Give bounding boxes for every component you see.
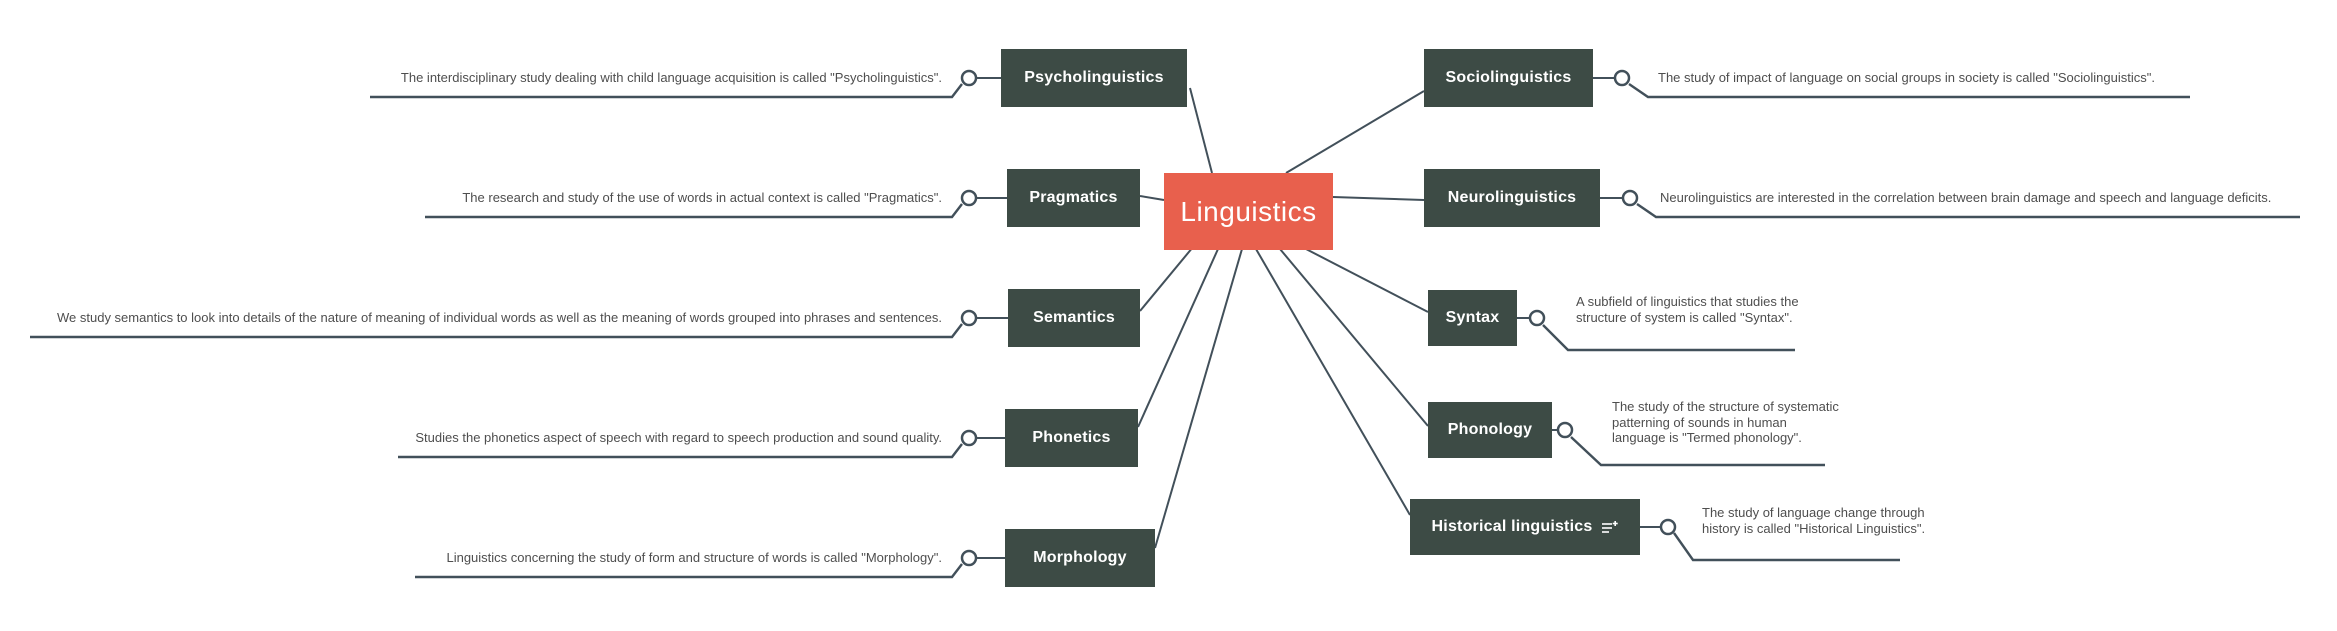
note-morphology[interactable]: Linguistics concerning the study of form… [446, 550, 942, 565]
note-historical-linguistics[interactable]: The study of language change through his… [1702, 505, 1926, 536]
node-label: Psycholinguistics [1024, 69, 1164, 86]
note-underlines-right [1517, 77, 2300, 562]
node-label: Historical linguistics [1431, 518, 1593, 535]
node-label: Pragmatics [1029, 189, 1118, 206]
branch-lines [1137, 87, 1429, 549]
node-morphology[interactable]: Morphology [1005, 529, 1155, 587]
note-semantics[interactable]: We study semantics to look into details … [57, 310, 942, 325]
note-phonology[interactable]: The study of the structure of systematic… [1612, 399, 1839, 445]
node-phonology[interactable]: Phonology [1428, 402, 1552, 458]
note-phonetics[interactable]: Studies the phonetics aspect of speech w… [415, 430, 942, 445]
node-label: Phonetics [1032, 429, 1111, 446]
node-label: Neurolinguistics [1447, 189, 1577, 206]
node-linguistics-root[interactable]: Linguistics [1164, 173, 1333, 250]
note-add-icon[interactable] [1602, 520, 1619, 534]
node-syntax[interactable]: Syntax [1428, 290, 1517, 346]
note-underlines-left [30, 77, 1008, 579]
root-label: Linguistics [1180, 195, 1317, 227]
node-sociolinguistics[interactable]: Sociolinguistics [1424, 49, 1593, 107]
node-label: Morphology [1033, 549, 1127, 566]
note-sociolinguistics[interactable]: The study of impact of language on socia… [1658, 70, 2155, 85]
note-psycholinguistics[interactable]: The interdisciplinary study dealing with… [400, 70, 942, 85]
note-syntax[interactable]: A subfield of linguistics that studies t… [1576, 294, 1799, 325]
node-label: Sociolinguistics [1445, 69, 1572, 86]
node-historical-linguistics[interactable]: Historical linguistics [1410, 499, 1640, 555]
note-pragmatics[interactable]: The research and study of the use of wor… [462, 190, 942, 205]
node-phonetics[interactable]: Phonetics [1005, 409, 1138, 467]
node-psycholinguistics[interactable]: Psycholinguistics [1001, 49, 1187, 107]
node-neurolinguistics[interactable]: Neurolinguistics [1424, 169, 1600, 227]
node-label: Semantics [1033, 309, 1115, 326]
node-semantics[interactable]: Semantics [1008, 289, 1140, 347]
node-label: Syntax [1445, 309, 1500, 326]
node-label: Phonology [1447, 421, 1533, 438]
node-pragmatics[interactable]: Pragmatics [1007, 169, 1140, 227]
connector-sockets [960, 69, 1677, 567]
note-neurolinguistics[interactable]: Neurolinguistics are interested in the c… [1660, 190, 2272, 205]
